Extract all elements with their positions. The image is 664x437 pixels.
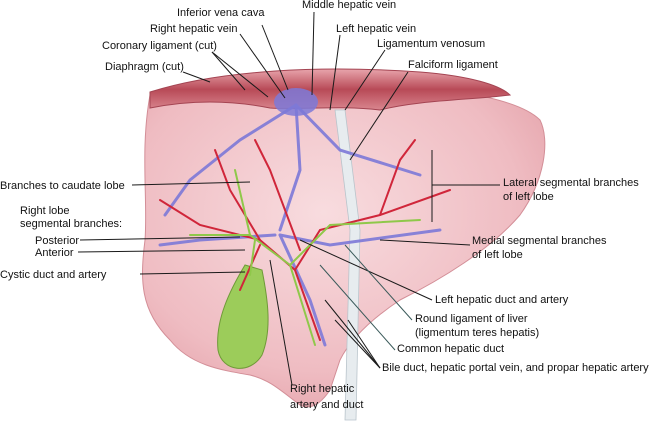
label-right-hepatic-vein: Right hepatic vein — [150, 23, 237, 35]
label-coronary-ligament: Coronary ligament (cut) — [102, 40, 217, 52]
label-diaphragm: Diaphragm (cut) — [105, 61, 184, 73]
label-right-hepatic-artery: Right hepatic — [290, 383, 355, 395]
label-left-hepatic-vein: Left hepatic vein — [336, 23, 416, 35]
label-inferior-vena-cava: Inferior vena cava — [177, 7, 265, 19]
label-medial-segmental: Medial segmental branches — [472, 235, 607, 247]
label-posterior: Posterior — [35, 235, 79, 247]
hepatic-arteries — [159, 139, 451, 341]
label-branches-caudate: Branches to caudate lobe — [0, 180, 125, 192]
diaphragm — [149, 68, 512, 111]
label-cystic-duct: Cystic duct and artery — [0, 269, 107, 281]
label-middle-hepatic-vein: Middle hepatic vein — [302, 0, 396, 11]
label-left-hepatic-duct: Left hepatic duct and artery — [435, 294, 569, 306]
label-falciform-ligament: Falciform ligament — [408, 59, 498, 71]
label-right-lobe: Right lobe — [20, 205, 70, 217]
label-round-ligament: Round ligament of liver — [415, 313, 528, 325]
label-medial-segmental-2: of left lobe — [472, 249, 523, 261]
label-common-hepatic-duct: Common hepatic duct — [397, 343, 504, 355]
label-right-lobe-2: segmental branches: — [20, 218, 122, 230]
label-lateral-segmental: Lateral segmental branches — [503, 177, 639, 189]
labels: Inferior vena cava Middle hepatic vein R… — [0, 0, 649, 411]
bile-ducts — [189, 169, 421, 346]
gallbladder — [217, 264, 269, 369]
label-right-hepatic-artery-2: artery and duct — [290, 399, 363, 411]
label-lateral-segmental-2: of left lobe — [503, 191, 554, 203]
leader-lines — [77, 11, 500, 386]
label-round-ligament-2: (ligmentum teres hepatis) — [415, 327, 539, 339]
label-anterior: Anterior — [35, 247, 74, 259]
label-bile-duct: Bile duct, hepatic portal vein, and prop… — [382, 362, 649, 374]
label-ligamentum-venosum: Ligamentum venosum — [377, 38, 485, 50]
inferior-vena-cava — [274, 88, 318, 116]
